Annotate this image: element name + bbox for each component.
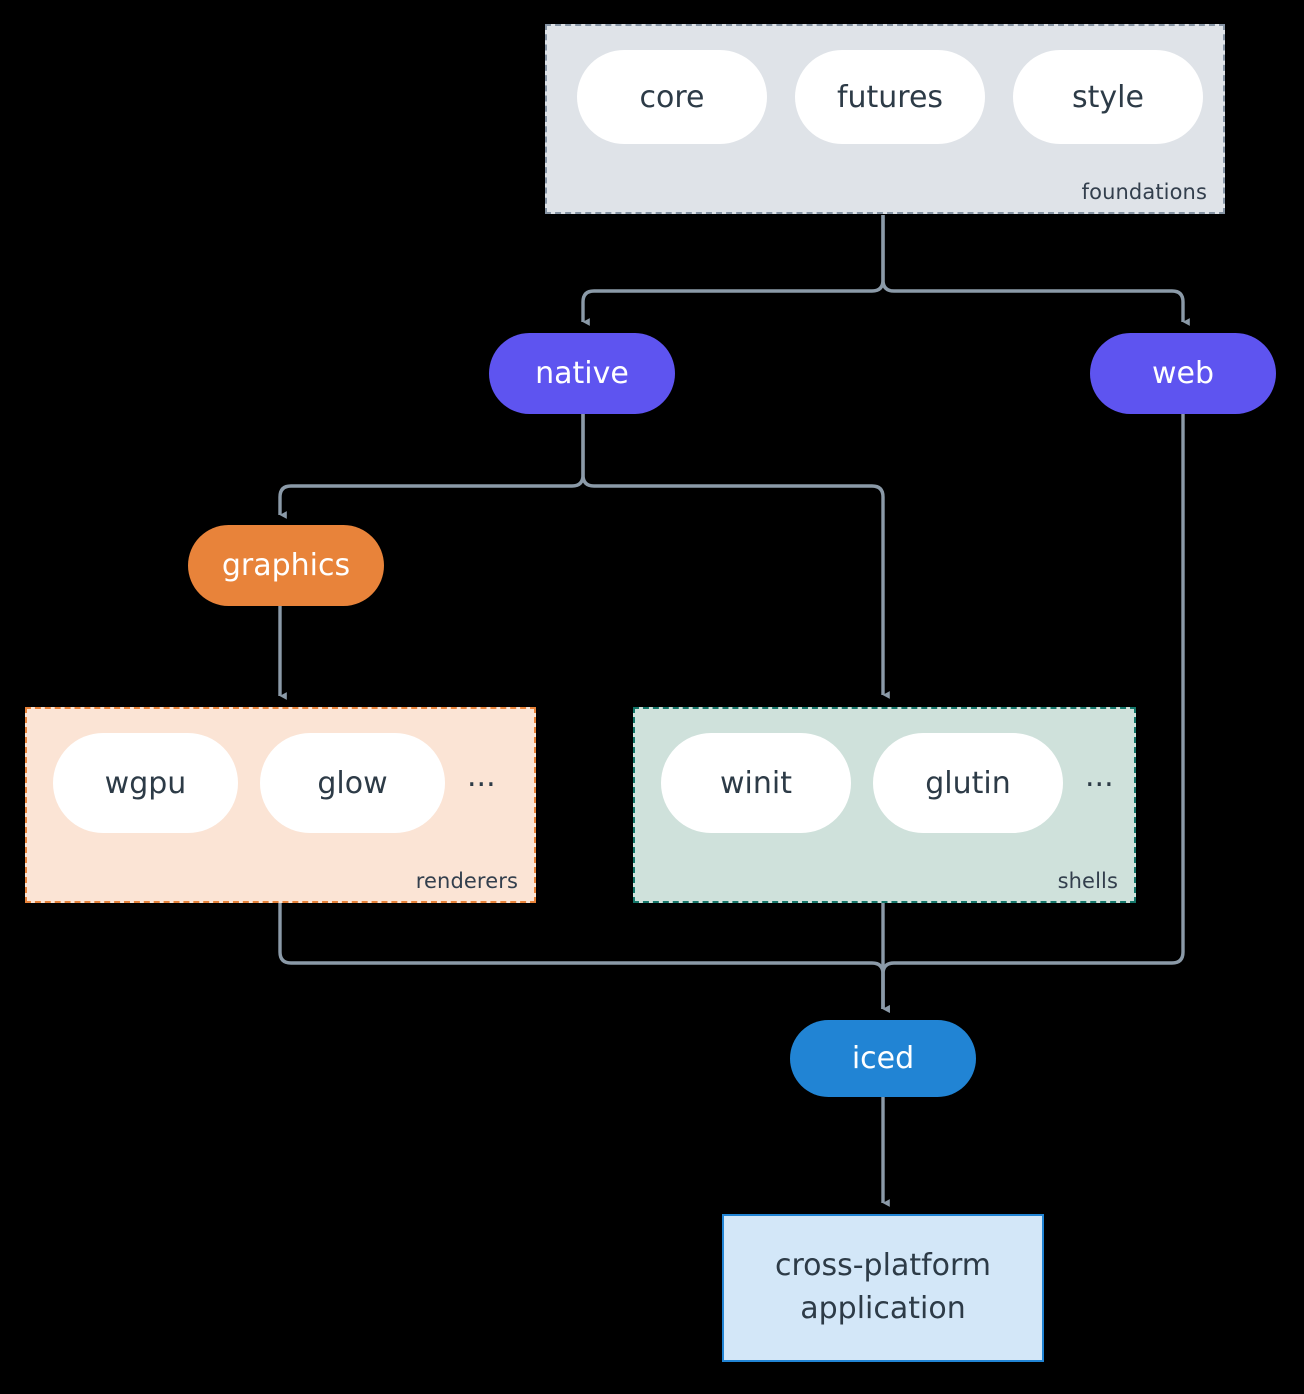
leaf-style[interactable]: style [1013,50,1203,144]
leaf-glutin[interactable]: glutin [873,733,1063,833]
node-iced[interactable]: iced [790,1020,976,1097]
leaf-core[interactable]: core [577,50,767,144]
edge-native-graphics [278,414,585,519]
node-web[interactable]: web [1090,333,1276,414]
node-cross-platform-application[interactable]: cross-platform application [722,1214,1044,1362]
renderers-items: wgpu glow ... [53,733,496,833]
node-native[interactable]: native [489,333,675,414]
foundations-items: core futures style [577,50,1203,144]
group-label-renderers: renderers [415,869,518,893]
group-foundations: core futures style foundations [545,24,1225,214]
group-label-foundations: foundations [1081,180,1207,204]
edge-foundations-native [581,215,885,326]
shells-items: winit glutin ... [661,733,1114,833]
renderers-ellipsis: ... [467,759,496,794]
edge-native-shells [581,414,890,699]
group-shells: winit glutin ... shells [633,707,1136,903]
leaf-wgpu[interactable]: wgpu [53,733,238,833]
group-renderers: wgpu glow ... renderers [25,707,536,903]
edge-renderers-iced [278,903,890,1013]
node-graphics[interactable]: graphics [188,525,384,606]
shells-ellipsis: ... [1085,759,1114,794]
leaf-futures[interactable]: futures [795,50,985,144]
edge-foundations-web [881,215,1190,326]
leaf-winit[interactable]: winit [661,733,851,833]
leaf-glow[interactable]: glow [260,733,445,833]
group-label-shells: shells [1057,869,1118,893]
application-line-2: application [800,1291,966,1326]
application-line-1: cross-platform [774,1248,992,1284]
